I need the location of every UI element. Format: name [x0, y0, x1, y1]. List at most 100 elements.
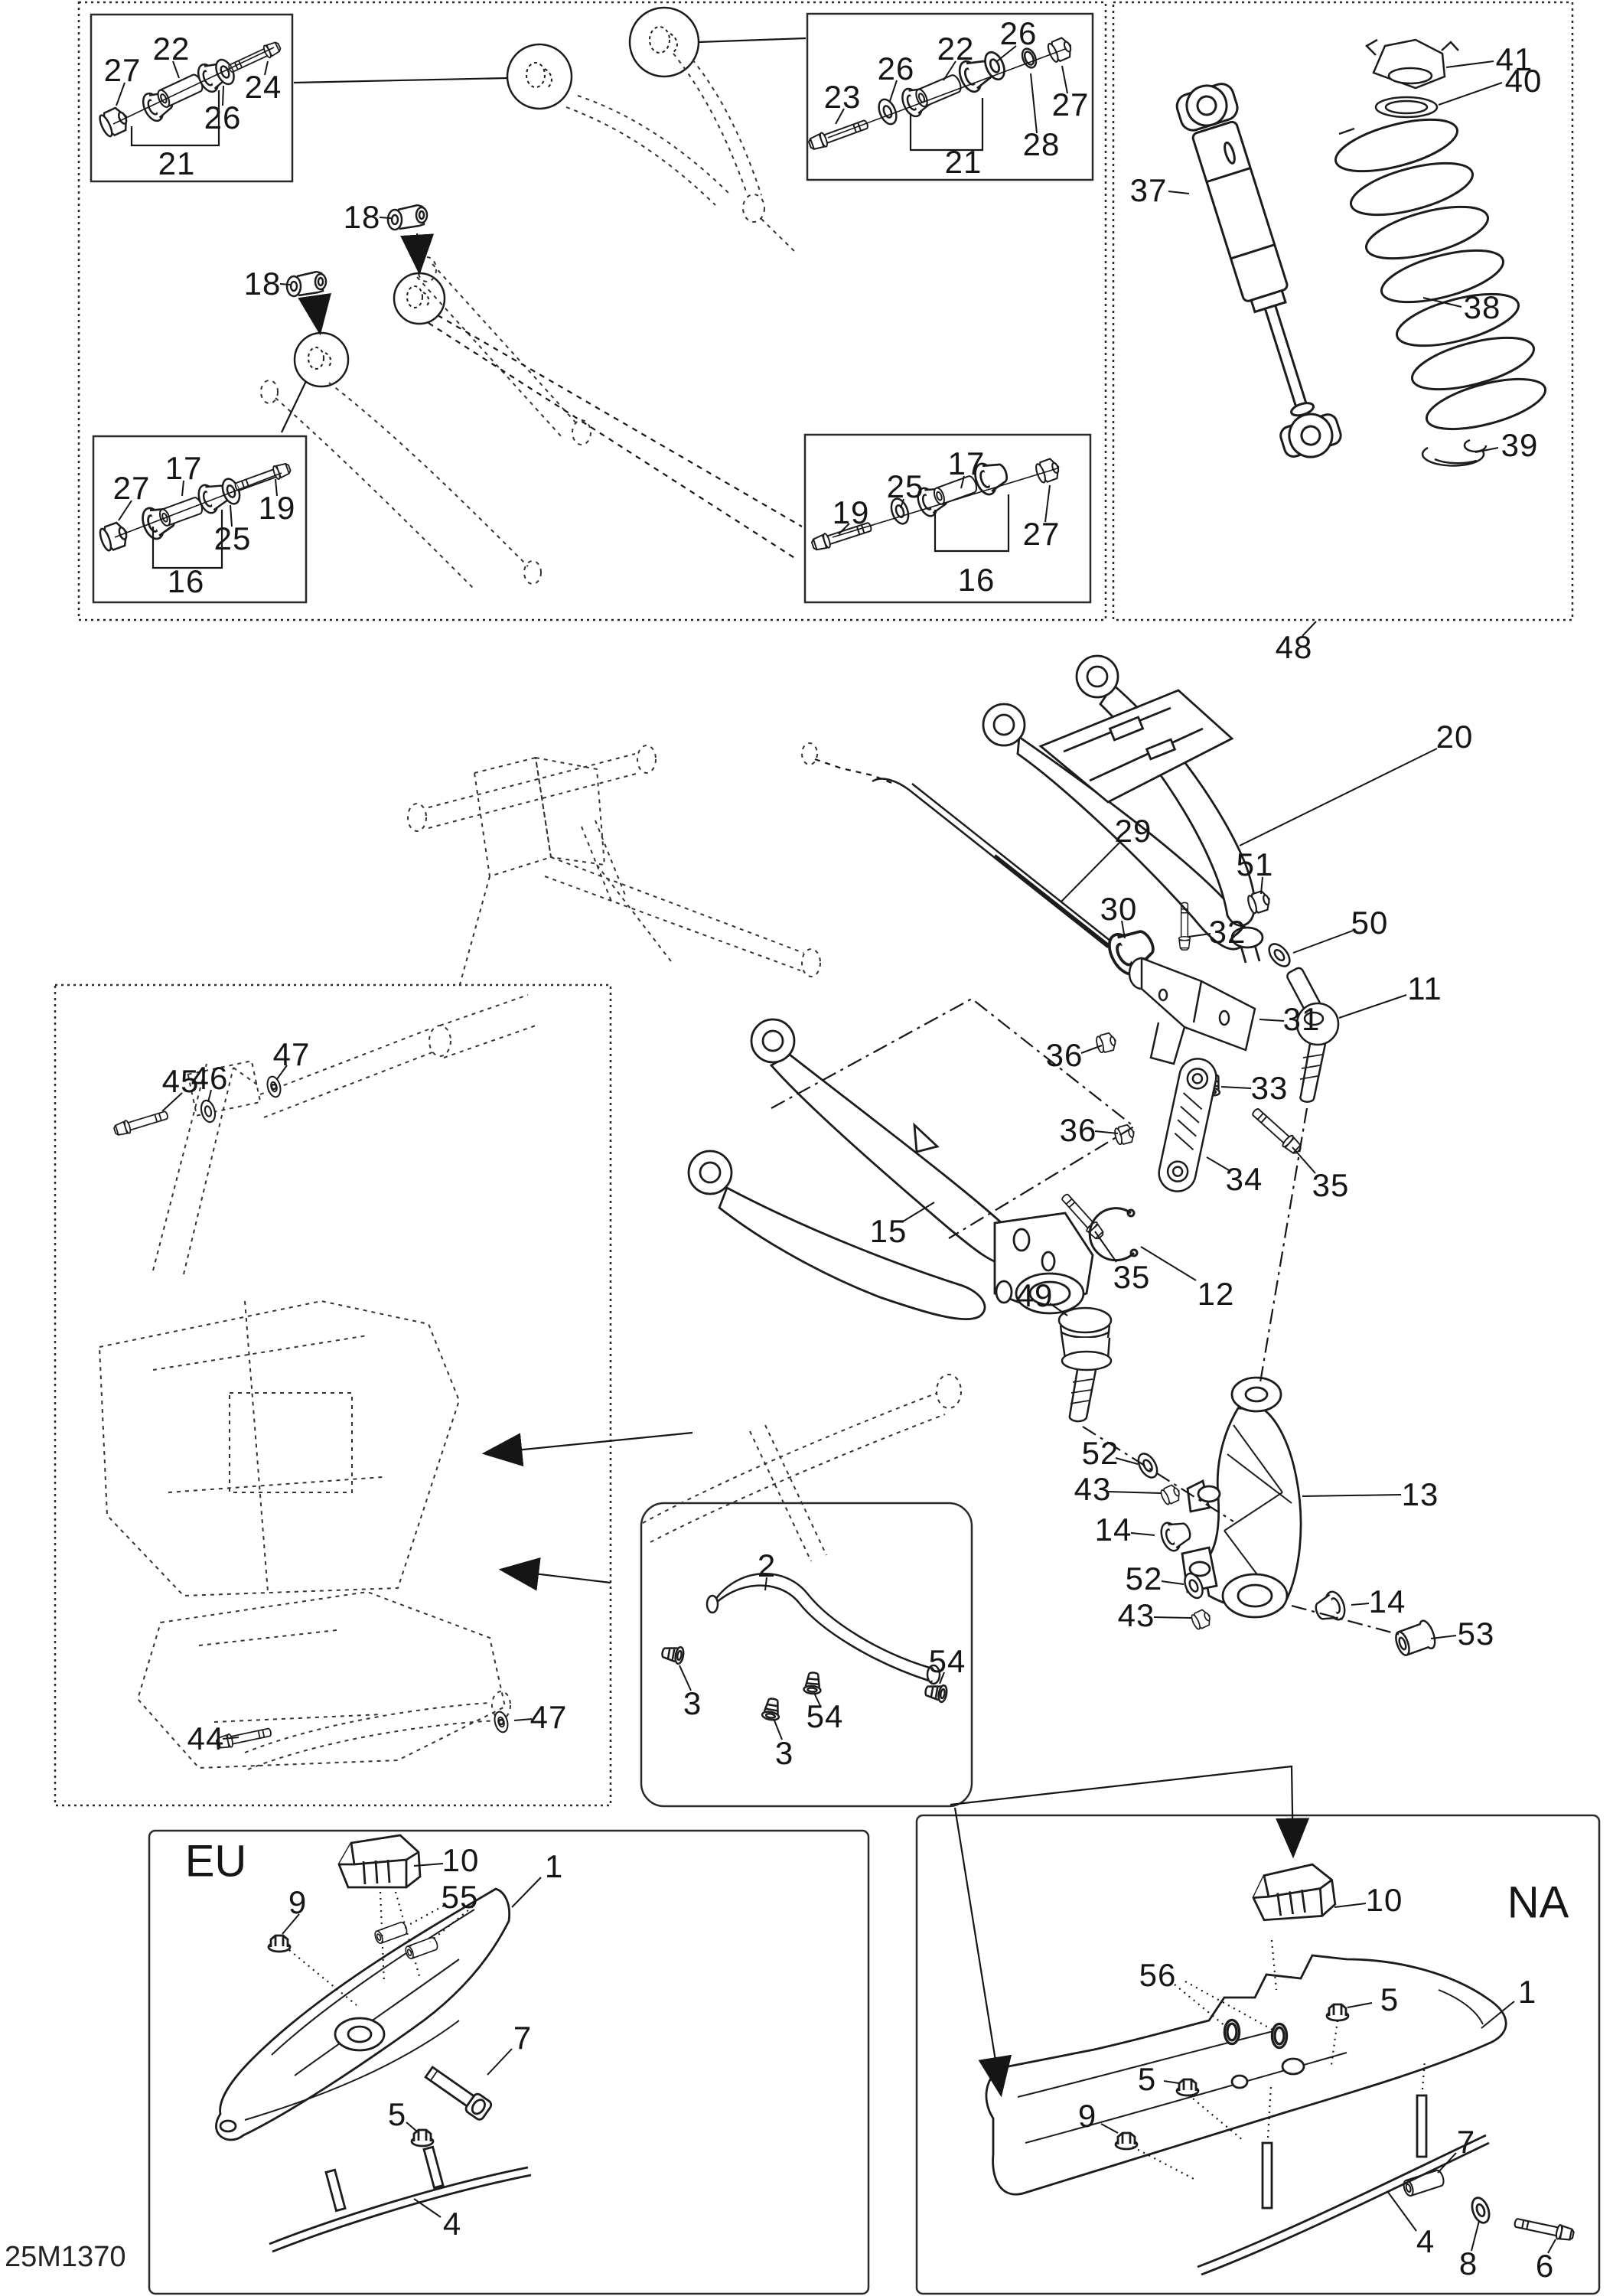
- part-label-43: 43: [1074, 1471, 1112, 1507]
- part-label-30: 30: [1100, 891, 1138, 927]
- part-label-44: 44: [187, 1720, 225, 1756]
- leader-line: [1080, 1045, 1103, 1054]
- leader-line: [279, 283, 291, 285]
- dot-line: [1184, 1981, 1273, 2030]
- part-label-50: 50: [1351, 905, 1389, 941]
- tie-rod-end-drawing: [1264, 939, 1340, 1103]
- part-label-53: 53: [1457, 1616, 1495, 1652]
- part-label-13: 13: [1401, 1476, 1439, 1512]
- leader-line: [835, 108, 845, 125]
- part-label-36: 36: [1045, 1037, 1083, 1073]
- part-label-54: 54: [806, 1698, 844, 1734]
- part-label-28: 28: [1022, 126, 1061, 162]
- leader-line: [1107, 1491, 1162, 1494]
- part-label-17: 17: [947, 445, 986, 481]
- inset-box-21-right-border: [806, 12, 1094, 181]
- part-label-7: 7: [513, 2020, 533, 2056]
- part-label-54: 54: [928, 1643, 966, 1679]
- solid-line: [152, 510, 223, 569]
- steering-bracket-drawing: [1058, 902, 1305, 1242]
- inset-box-16-right-border: [803, 433, 1092, 604]
- part-label-18: 18: [243, 266, 282, 302]
- leader-line: [406, 2122, 418, 2132]
- leader-line: [1030, 73, 1038, 134]
- dashdot-line: [771, 997, 1136, 1239]
- dashdot-line: [1258, 1107, 1308, 1388]
- part-label-27: 27: [103, 52, 142, 88]
- part-label-21: 21: [158, 145, 196, 181]
- part-label-48: 48: [1275, 629, 1313, 665]
- inset-box-16-left-border: [92, 435, 308, 604]
- part-label-15: 15: [869, 1213, 908, 1249]
- ghost-frame-module: [407, 742, 821, 988]
- part-label-23: 23: [823, 79, 862, 115]
- solid-line: [934, 494, 1010, 553]
- part-label-17: 17: [165, 450, 203, 486]
- dot-line: [1270, 1939, 1278, 1991]
- shock-absorber-drawing: [1175, 83, 1342, 458]
- dash-line: [428, 322, 797, 559]
- coil-spring-drawing: [1334, 118, 1547, 431]
- leader-line: [1481, 2001, 1515, 2029]
- part-label-22: 22: [152, 31, 191, 67]
- leader-line: [1292, 1146, 1316, 1174]
- part-label-22: 22: [937, 31, 975, 67]
- leader-line: [900, 498, 904, 509]
- part-label-14: 14: [1094, 1512, 1132, 1548]
- leader-line: [902, 1202, 935, 1222]
- dot-line: [394, 1891, 421, 1977]
- leader-line: [116, 82, 125, 106]
- leader-line: [1121, 920, 1126, 939]
- eu-region-label: EU: [184, 1836, 247, 1887]
- part-label-16: 16: [167, 563, 205, 599]
- leader-line: [889, 80, 898, 102]
- leader-line: [1347, 2002, 1373, 2008]
- handle-box-border: [640, 1502, 973, 1808]
- part-label-8: 8: [1458, 2245, 1478, 2281]
- part-label-34: 34: [1225, 1161, 1263, 1197]
- dot-line: [402, 1905, 445, 1929]
- leader-line: [264, 60, 269, 76]
- part-label-47: 47: [272, 1036, 311, 1072]
- part-label-47: 47: [530, 1699, 568, 1735]
- part-label-26: 26: [999, 15, 1038, 51]
- part-label-3: 3: [683, 1685, 702, 1721]
- dashdot-line: [1082, 1426, 1234, 1522]
- dot-line: [1421, 2060, 1426, 2090]
- part-label-56: 56: [1139, 1957, 1177, 1993]
- part-label-18: 18: [343, 199, 381, 235]
- leader-line: [1259, 1019, 1285, 1022]
- part-label-20: 20: [1435, 719, 1474, 755]
- ski-handle-drawing: [660, 1572, 949, 1722]
- lower-a-arm-drawing: [687, 1018, 1094, 1320]
- solid-line: [130, 90, 220, 147]
- part-label-35: 35: [1113, 1259, 1151, 1295]
- part-label-12: 12: [1197, 1276, 1235, 1312]
- leader-line: [1437, 2152, 1457, 2174]
- leader-line: [275, 478, 278, 497]
- dot-line: [1330, 2020, 1339, 2066]
- part-label-1: 1: [544, 1848, 564, 1884]
- part-label-27: 27: [1022, 516, 1061, 552]
- part-label-45: 45: [161, 1063, 200, 1099]
- dot-line: [1174, 1984, 1226, 2027]
- axis-line: [114, 472, 282, 538]
- leader-line: [1220, 1086, 1252, 1089]
- part-label-25: 25: [886, 468, 924, 504]
- steering-rod-drawing: [872, 778, 1163, 981]
- part-label-10: 10: [442, 1842, 480, 1878]
- dashdot-line: [1291, 1604, 1401, 1636]
- leader-line: [161, 1092, 183, 1112]
- part-label-37: 37: [1129, 172, 1168, 208]
- solid-line: [698, 37, 806, 44]
- part-label-32: 32: [1208, 914, 1246, 950]
- leader-line: [1206, 1156, 1230, 1171]
- leader-line: [1445, 60, 1494, 68]
- leader-line: [379, 217, 392, 219]
- part-label-49: 49: [1015, 1277, 1054, 1313]
- part-label-4: 4: [1416, 2223, 1435, 2259]
- part-label-41: 41: [1495, 41, 1533, 77]
- dot-line: [288, 1949, 357, 2006]
- leader-line: [1422, 297, 1462, 308]
- part-label-2: 2: [757, 1548, 777, 1583]
